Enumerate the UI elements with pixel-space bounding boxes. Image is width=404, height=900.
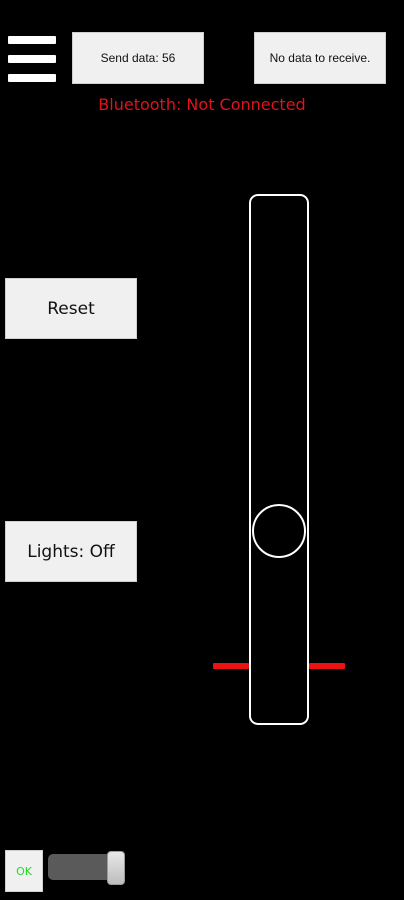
send-data-button[interactable]: Send data: 56: [72, 32, 204, 84]
vertical-slider-track[interactable]: [249, 194, 309, 725]
lights-toggle-button[interactable]: Lights: Off: [5, 521, 137, 582]
vertical-slider-thumb[interactable]: [252, 504, 306, 558]
slider-marker-right: [309, 663, 345, 669]
bluetooth-status: Bluetooth: Not Connected: [98, 95, 306, 114]
receive-data-button[interactable]: No data to receive.: [254, 32, 386, 84]
reset-button[interactable]: Reset: [5, 278, 137, 339]
menu-bar-bottom: [8, 74, 56, 82]
horizontal-toggle-knob[interactable]: [107, 851, 125, 885]
slider-marker-left: [213, 663, 249, 669]
menu-bar-top: [8, 36, 56, 44]
ok-button[interactable]: OK: [5, 850, 43, 892]
hamburger-menu-icon[interactable]: [8, 36, 56, 86]
menu-bar-middle: [8, 55, 56, 63]
